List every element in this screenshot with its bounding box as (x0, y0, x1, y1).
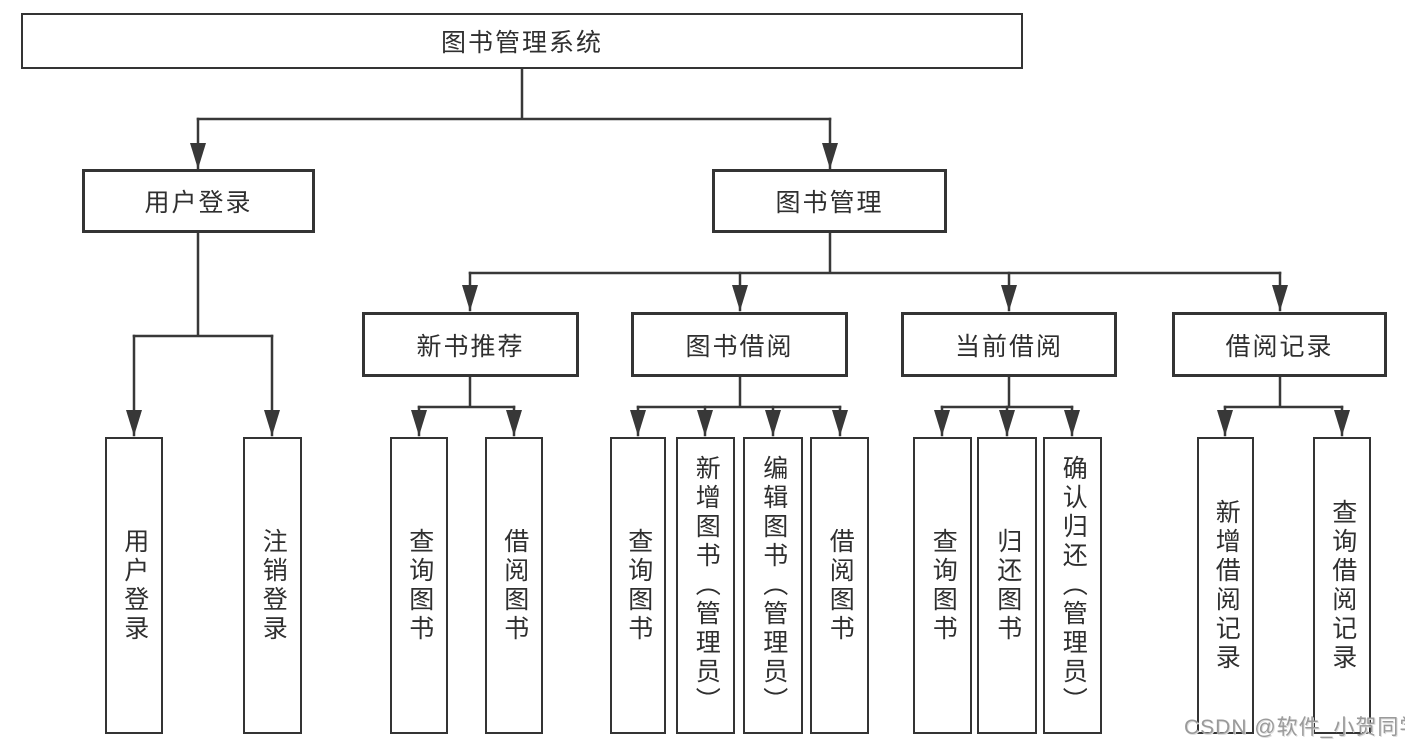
leaf-label: 注销登录 (259, 527, 288, 644)
leaf-query-books-borrowing: 查询图书 (610, 437, 666, 734)
leaf-label: 新增图书（管理员） (692, 455, 721, 716)
leaf-label: 查询图书 (929, 527, 958, 644)
node-library-management-system: 图书管理系统 (21, 13, 1023, 69)
leaf-logout-login: 注销登录 (243, 437, 302, 734)
leaf-label: 借阅图书 (500, 527, 529, 644)
leaf-add-book-admin: 新增图书（管理员） (676, 437, 735, 734)
leaf-borrow-book-recommend: 借阅图书 (485, 437, 543, 734)
leaf-query-books-recommend: 查询图书 (390, 437, 448, 734)
leaf-query-books-current: 查询图书 (913, 437, 972, 734)
node-book-borrowing: 图书借阅 (631, 312, 848, 377)
leaf-label: 编辑图书（管理员） (759, 455, 788, 716)
node-borrowing-records: 借阅记录 (1172, 312, 1387, 377)
leaf-add-borrow-record: 新增借阅记录 (1197, 437, 1254, 734)
leaf-query-borrow-record: 查询借阅记录 (1313, 437, 1371, 734)
node-book-management: 图书管理 (712, 169, 947, 233)
leaf-label: 借阅图书 (826, 527, 855, 644)
leaf-confirm-return-admin: 确认归还（管理员） (1043, 437, 1102, 734)
node-user-login: 用户登录 (82, 169, 315, 233)
node-new-book-recommendation: 新书推荐 (362, 312, 579, 377)
leaf-label: 查询借阅记录 (1328, 498, 1357, 673)
leaf-label: 用户登录 (120, 527, 149, 644)
watermark: CSDN @软件_小贺同学 (1184, 716, 1405, 739)
leaf-label: 查询图书 (624, 527, 653, 644)
leaf-return-book: 归还图书 (977, 437, 1037, 734)
leaf-label: 归还图书 (993, 527, 1022, 644)
leaf-user-login: 用户登录 (105, 437, 163, 734)
leaf-edit-book-admin: 编辑图书（管理员） (743, 437, 803, 734)
node-current-borrowing: 当前借阅 (901, 312, 1117, 377)
leaf-label: 新增借阅记录 (1212, 498, 1241, 673)
leaf-label: 查询图书 (405, 527, 434, 644)
leaf-label: 确认归还（管理员） (1059, 455, 1088, 716)
leaf-borrow-book-borrowing: 借阅图书 (810, 437, 869, 734)
